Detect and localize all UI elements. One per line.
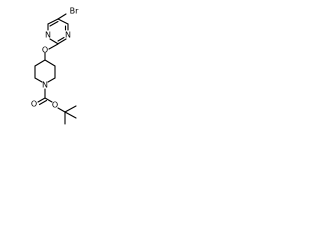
atom-piperidine-nitrogen: N [42, 81, 48, 90]
bond-c2-o [48, 43, 59, 50]
bond-n1-c2 [57, 38, 67, 45]
bond-c2-n [34, 77, 43, 83]
bond-c5-br [57, 13, 67, 20]
bond-carbonyl-c-o-double-2 [38, 99, 48, 106]
bond-tert-c-methyl-2 [64, 111, 77, 119]
pyrimidine-ring [47, 18, 69, 45]
bond-n1-c2-inner [57, 36, 65, 42]
atom-ring-nitrogen-bottom: N [65, 31, 71, 40]
atom-carbonyl-oxygen: O [31, 100, 37, 109]
bond-c4-c3 [34, 59, 46, 67]
atom-ether-oxygen: O [42, 46, 48, 55]
bond-carbonyl-c-o-double-1 [37, 97, 46, 103]
bond-c6-n [47, 77, 56, 83]
atom-ring-nitrogen-top: N [45, 31, 51, 40]
bond-c4-c5 [44, 59, 56, 67]
molecule-drawing: Br N N O N O O [0, 0, 103, 141]
bond-carbonyl-c-ester-o [44, 97, 53, 103]
bond-tert-c-methyl-1 [64, 105, 77, 113]
atom-ester-oxygen: O [52, 101, 58, 110]
bond-c5-c4 [47, 18, 59, 25]
piperidine-ring [34, 59, 56, 83]
bond-c4-c4-inner [49, 20, 59, 27]
bond-ester-o-tert-c [57, 107, 66, 113]
atom-bromine: Br [70, 7, 79, 16]
bond-c5-c6 [57, 18, 69, 25]
bond-n3-c2 [49, 38, 59, 45]
molecule-svg: Br N N O N O O [31, 7, 79, 125]
